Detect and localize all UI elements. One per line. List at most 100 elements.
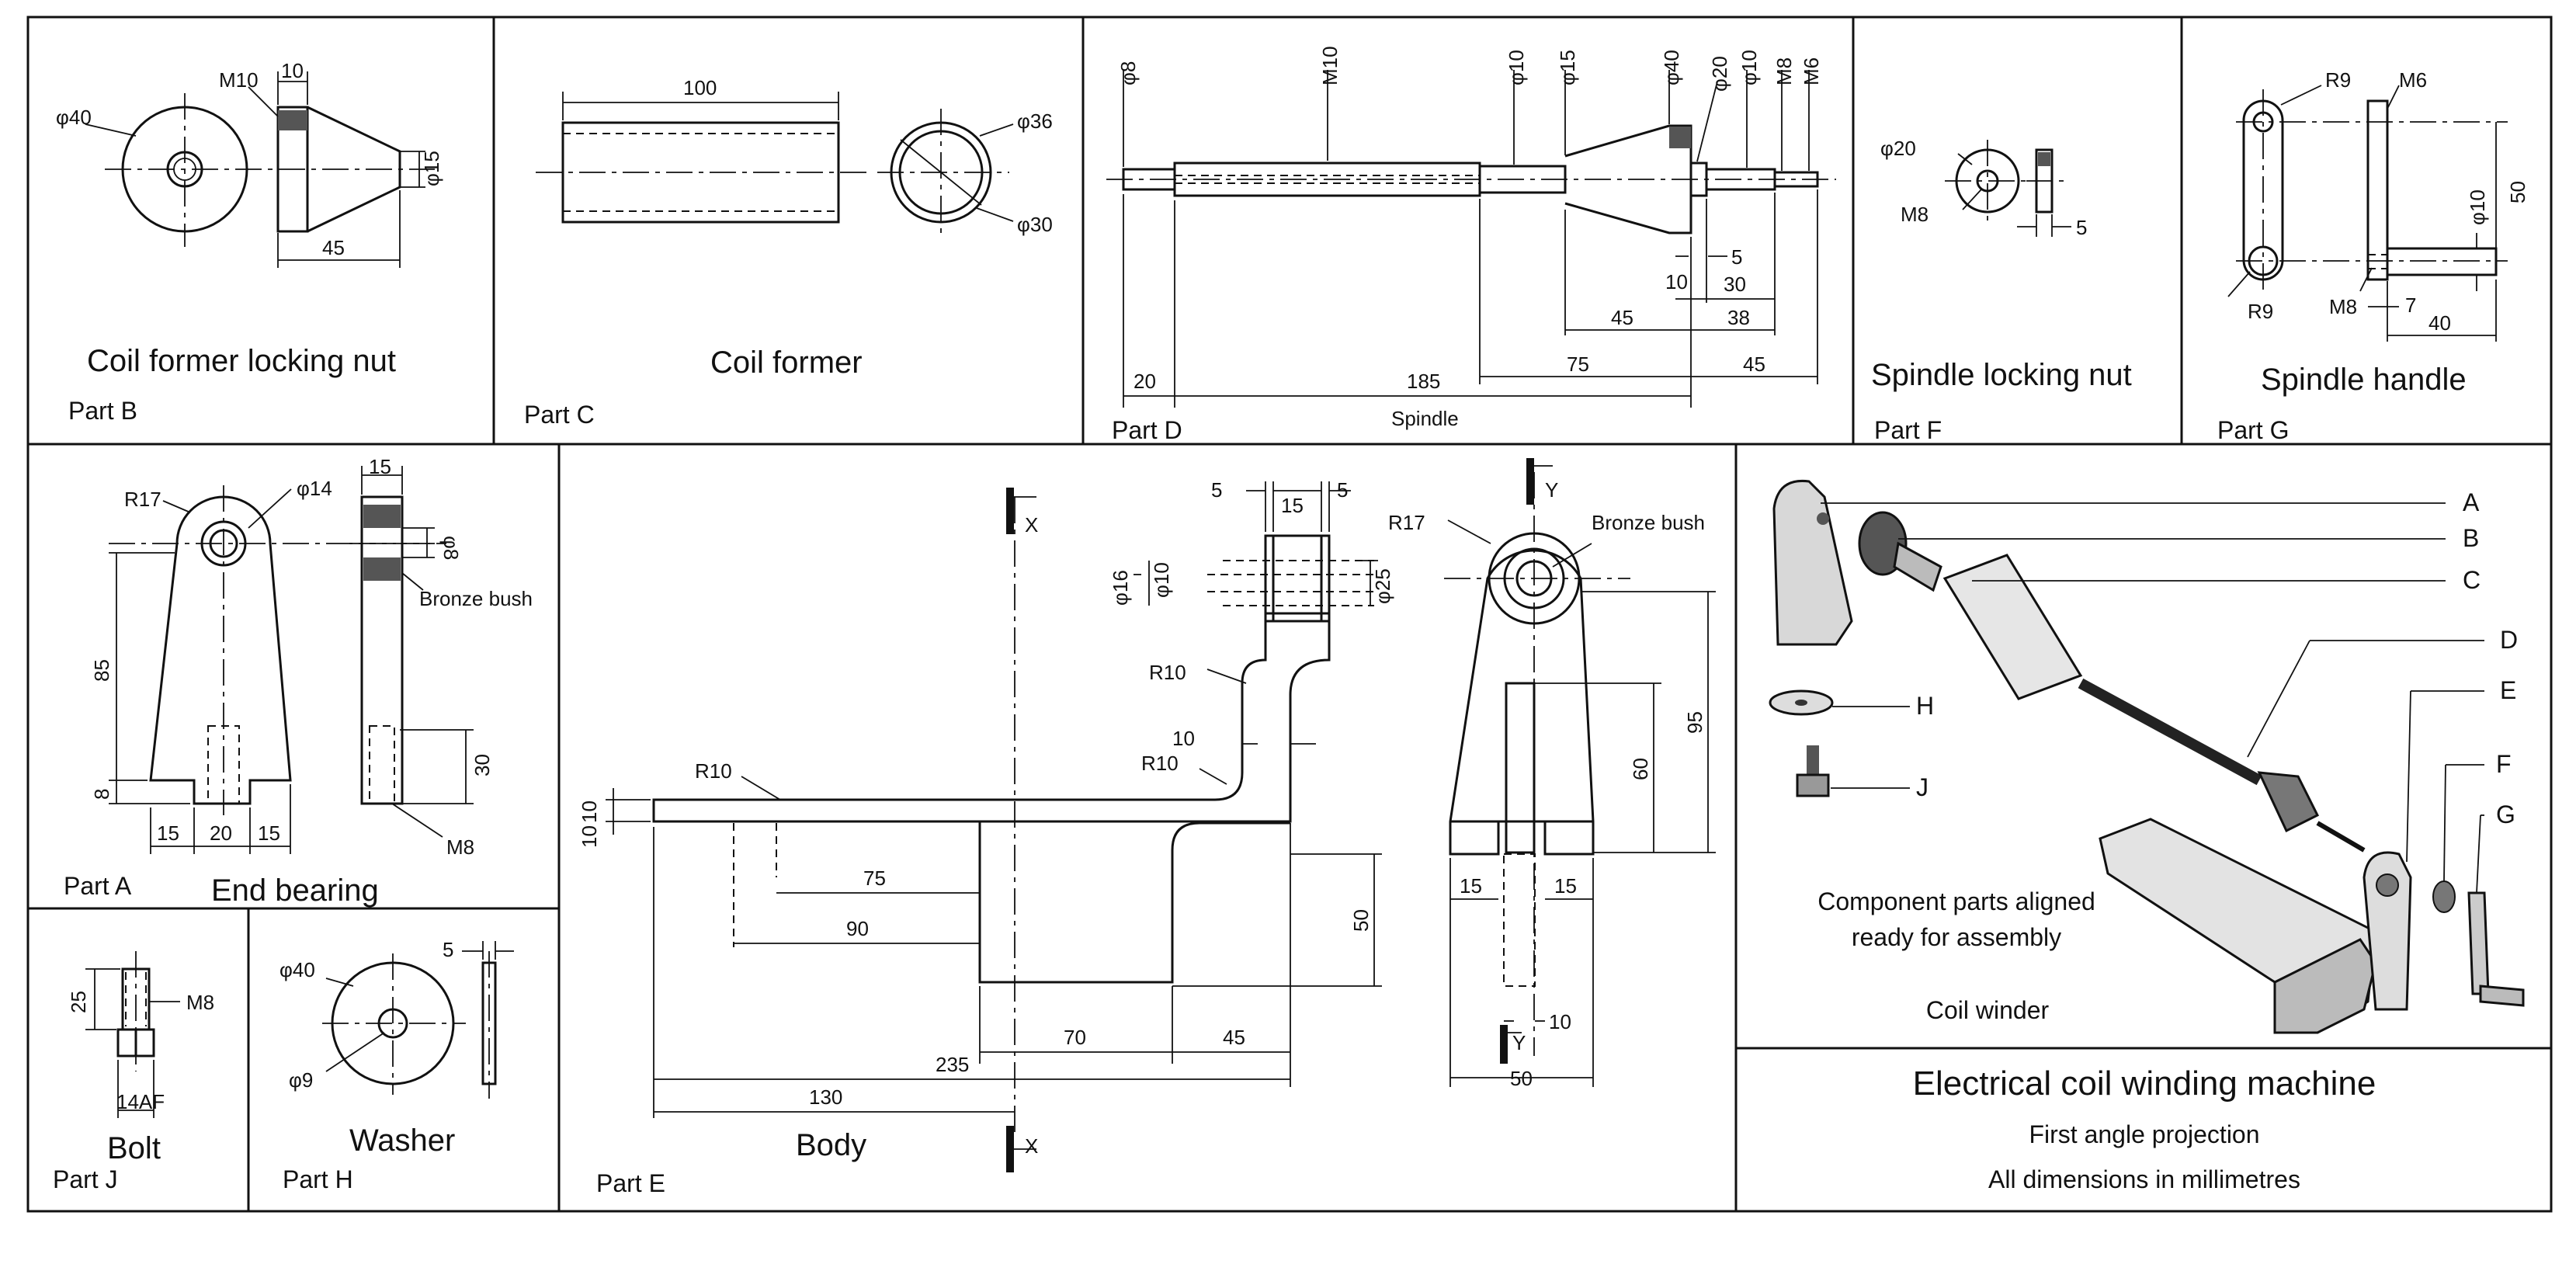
part-b-drawing [85,71,435,268]
part-c-caption: Coil former [710,346,863,380]
part-g-dim-4: φ10 [2466,189,2489,225]
part-d-dim-15: 20 [1134,370,1156,393]
units-note: All dimensions in millimetres [1988,1165,2300,1193]
assembly-leader-e: E [2500,676,2516,704]
part-e-dim-21: X [1025,1134,1038,1158]
part-e-label: Part E [596,1169,665,1197]
part-e-dim-20: 130 [809,1085,842,1109]
part-h-dim-3: φ9 [289,1068,313,1092]
part-e-dim-28: 15 [1554,874,1577,898]
assembly-leader-c: C [2463,566,2481,594]
part-d-dim-13: 45 [1611,306,1633,329]
part-e-dim-29: 10 [1549,1010,1571,1033]
part-f-caption: Spindle locking nut [1871,358,2132,392]
part-a-dim-2: φ14 [297,477,332,500]
part-a-dim-5: Bronze bush [419,587,533,610]
assembly-note-line-1: Component parts aligned [1817,887,2095,915]
part-g-dim-2: M6 [2399,68,2427,92]
part-f-dim-1: φ20 [1880,137,1916,160]
part-d-dim-11: 10 [1665,270,1688,293]
part-j-caption: Bolt [107,1131,161,1165]
part-e-dim-31: 50 [1510,1067,1533,1090]
part-g-dim-3: 50 [2506,181,2529,203]
part-e-dim-7: φ25 [1371,568,1394,604]
assembly-pictorial [1769,479,2525,1034]
part-c-dim-3: φ30 [1017,213,1053,236]
part-g-dim-7: 7 [2405,293,2416,317]
assembly-leader-f: F [2496,750,2512,778]
part-d-dim-17: 75 [1567,352,1589,376]
part-e-dim-15: 90 [846,917,869,940]
part-d-caption: Spindle [1391,407,1459,430]
part-g-dim-1: R9 [2325,68,2351,92]
part-e-dim-30: Y [1512,1031,1526,1054]
part-a-dim-1: R17 [124,488,161,511]
part-e-dim-19: 235 [936,1053,969,1076]
part-e-dim-10: R10 [1141,752,1179,775]
part-e-dim-2: 5 [1211,478,1222,502]
part-e-dim-6: φ10 [1150,562,1173,598]
part-b-dim-2: M10 [219,68,259,92]
part-b-dim-5: 45 [322,236,345,259]
part-e-dim-22: Y [1545,478,1558,502]
part-a-dim-7: 8 [90,789,113,800]
part-a-dim-11: 15 [258,821,280,845]
part-e-dim-1: X [1025,513,1038,537]
part-h-caption: Washer [349,1123,455,1158]
assembly-leader-g: G [2496,800,2515,828]
part-c-dim-2: φ36 [1017,109,1053,133]
part-e-dim-8: R10 [1149,661,1186,684]
part-d-dim-8: M8 [1772,57,1796,85]
part-g-dim-8: 40 [2428,311,2451,335]
assembly-leader-b: B [2463,524,2479,552]
part-e-dim-9: 10 [1172,727,1195,750]
assembly-leader-a: A [2463,488,2480,516]
part-e-drawing [606,458,1716,1172]
part-j-drawing [85,951,180,1118]
part-d-dim-7: φ10 [1738,50,1761,85]
part-e-dim-27: 15 [1460,874,1482,898]
part-d-dim-9: M6 [1800,57,1823,85]
part-e-dim-23: R17 [1388,511,1425,534]
part-d-dim-5: φ40 [1660,50,1683,85]
part-g-label: Part G [2217,416,2289,444]
part-b-caption: Coil former locking nut [87,344,396,378]
part-d-label: Part D [1112,416,1182,444]
projection-note: First angle projection [2029,1120,2259,1148]
part-g-drawing [2227,85,2508,342]
part-b-dim-3: 10 [281,59,304,82]
part-c-dim-1: 100 [683,76,717,99]
part-b-dim-1: φ40 [56,106,92,129]
part-e-caption: Body [796,1128,866,1162]
part-h-dim-1: φ40 [279,958,315,981]
part-h-dim-2: 5 [443,938,453,961]
part-e-dim-26: 60 [1629,758,1652,780]
part-d-drawing [1106,70,1836,408]
part-a-dim-3: 15 [369,455,391,478]
part-e-dim-18: 45 [1223,1026,1245,1049]
part-d-dim-4: φ15 [1556,50,1579,85]
part-g-caption: Spindle handle [2261,363,2467,397]
part-a-label: Part A [64,872,132,900]
part-e-dim-11: R10 [695,759,732,783]
assembly-caption: Coil winder [1926,996,2050,1024]
part-c-drawing [536,92,1014,237]
part-e-dim-13: 10 [578,825,601,848]
part-e-dim-24: Bronze bush [1592,511,1705,534]
part-e-dim-25: 95 [1683,711,1706,734]
part-c-label: Part C [524,401,595,429]
part-h-label: Part H [283,1165,353,1193]
part-e-dim-4: 5 [1337,478,1348,502]
part-a-dim-10: 20 [210,821,232,845]
part-e-dim-14: 75 [863,866,886,890]
assembly-leader-d: D [2500,626,2518,654]
part-a-dim-6: 85 [90,659,113,682]
part-d-dim-10: 5 [1731,245,1742,269]
part-a-dim-8: 30 [470,754,494,776]
part-j-dim-3: 14AF [116,1090,165,1113]
part-a-dim-4: φ8 [439,536,463,560]
part-a-drawing [109,466,474,854]
part-f-drawing [1945,140,2071,237]
part-f-dim-2: M8 [1901,203,1929,226]
